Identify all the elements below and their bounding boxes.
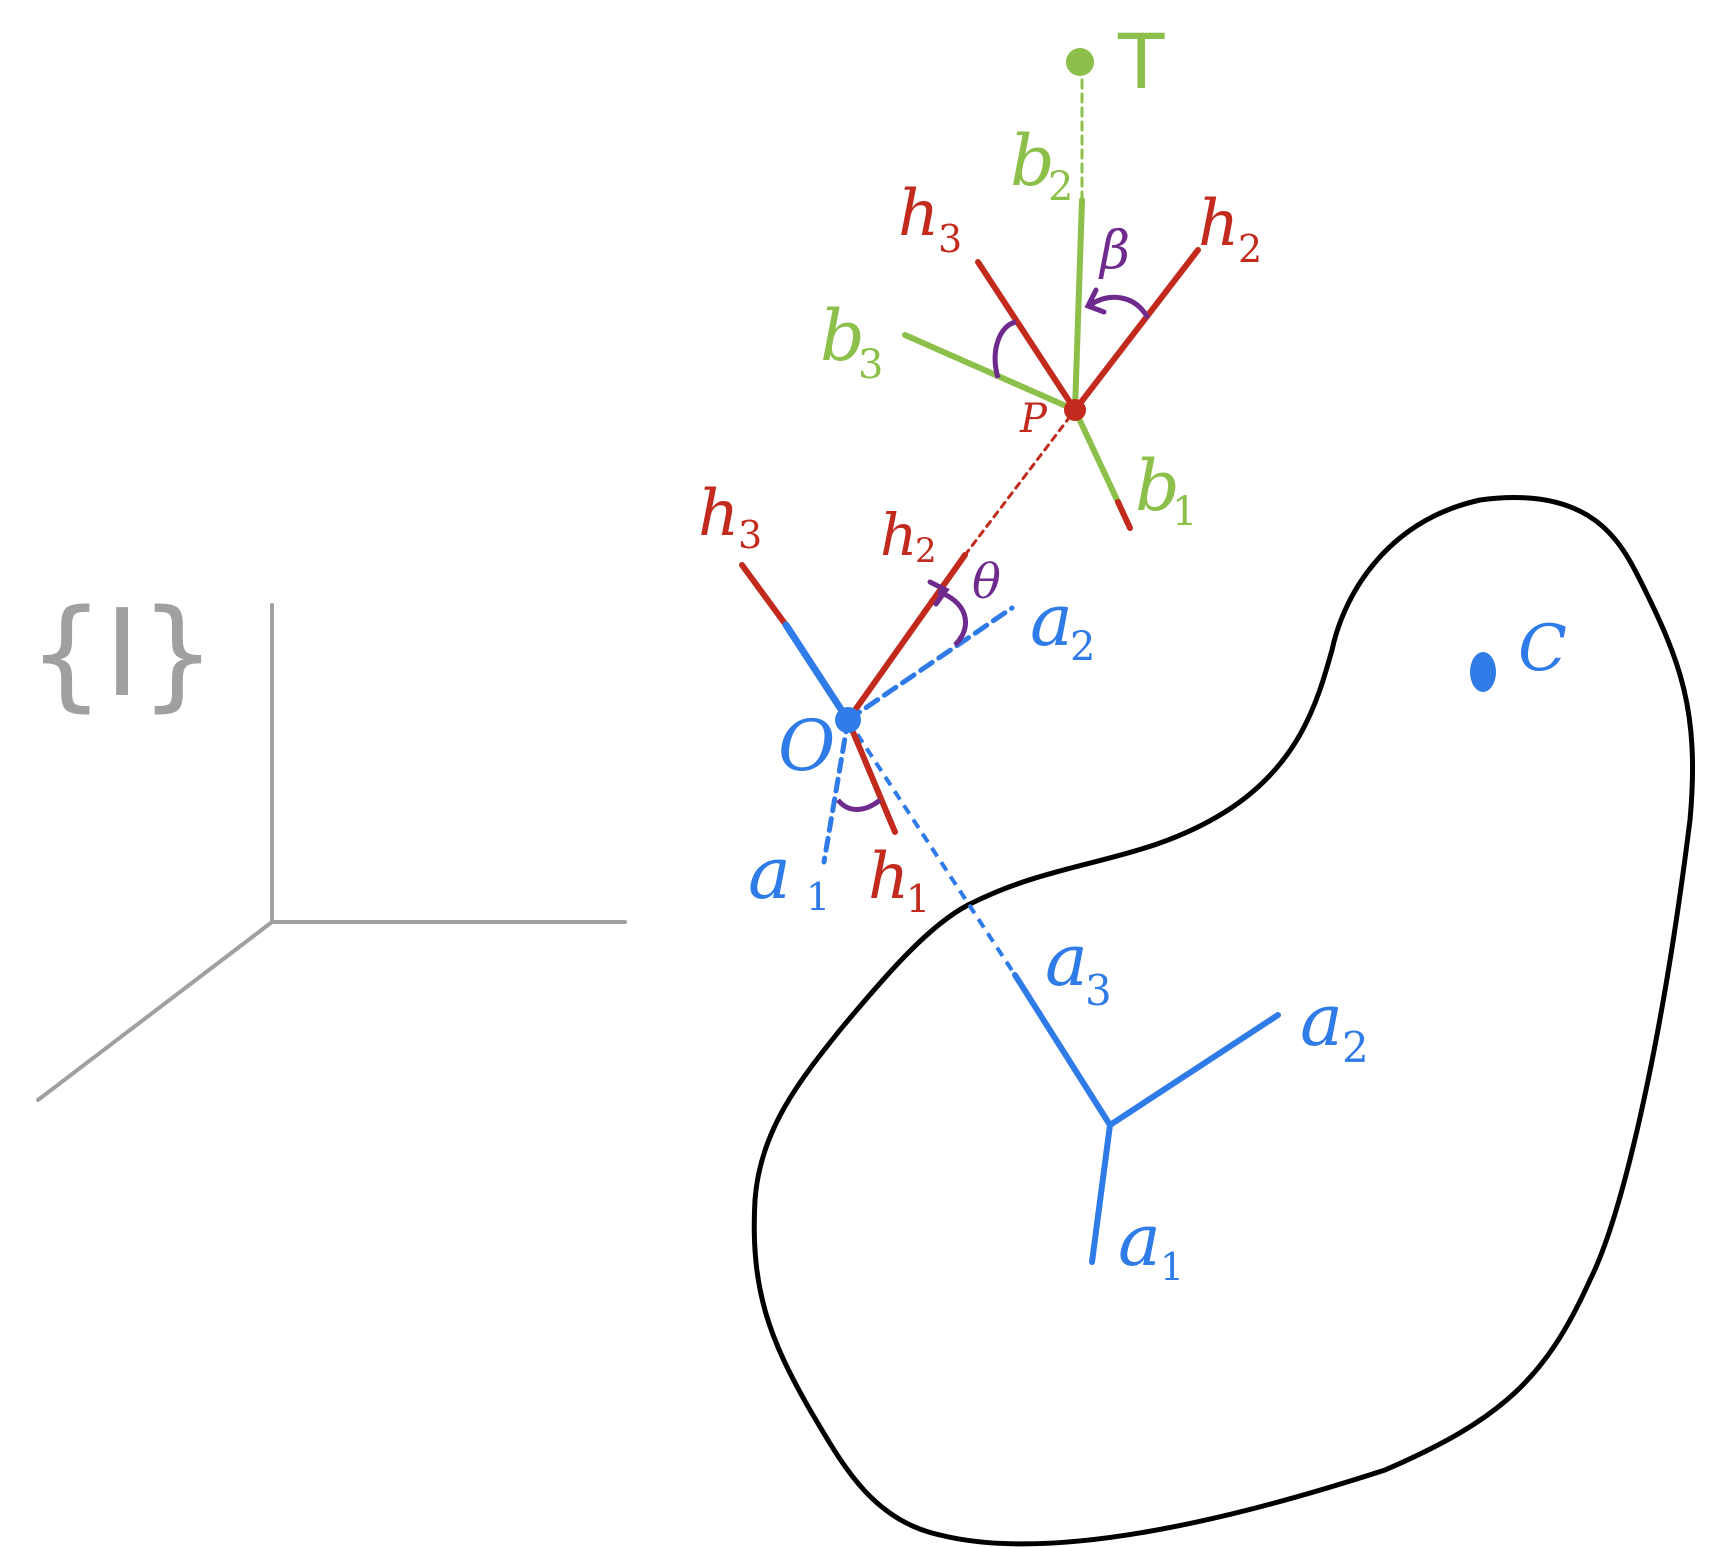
o-axis-h3-blue: [782, 621, 852, 724]
label-h2-top: h 2: [1198, 187, 1262, 271]
label-a2-mid: a 2: [1030, 578, 1095, 670]
label-h3-top-base: h: [898, 177, 939, 251]
body-axis-a1: [1089, 1122, 1113, 1265]
label-h2-top-sub: 2: [1238, 227, 1262, 271]
point-label-C: C: [1518, 612, 1567, 686]
angle-arc-o-lower: [836, 798, 882, 812]
label-a1-left-sub: 1: [806, 875, 830, 919]
gimbal-frame-P: [902, 60, 1201, 531]
label-h3-mid-sub: 3: [738, 513, 762, 557]
angle-arc-beta: [1088, 294, 1151, 320]
angle-arc-theta: [937, 589, 968, 647]
angle-label-beta: β: [1098, 221, 1130, 281]
label-a3-sub: 3: [1085, 966, 1112, 1015]
label-h2-mid: h 2: [880, 501, 937, 571]
o-axis-a1-dashed: [821, 717, 851, 865]
label-a1-left: a 1: [748, 831, 830, 919]
label-b3-sub: 3: [858, 342, 883, 388]
gimbal-frame-O: [739, 408, 1077, 865]
label-a2-mid-sub: 2: [1070, 624, 1095, 670]
label-a1-body: a 1: [1118, 1198, 1184, 1289]
label-b2: b 2: [1010, 120, 1073, 210]
p-axis-b2: [1072, 197, 1085, 413]
label-h1-mid: h 1: [868, 840, 930, 921]
label-b2-base: b: [1010, 120, 1055, 202]
label-h1-mid-base: h: [868, 840, 909, 914]
rigid-body-outline: [751, 495, 1696, 1547]
label-a2-mid-base: a: [1030, 578, 1073, 662]
center-of-mass-point: [1470, 652, 1496, 692]
p-axis-h2: [1072, 247, 1201, 413]
inertial-axis-diagonal: [36, 920, 274, 1102]
label-b3-base: b: [820, 295, 865, 377]
label-a3: a 3: [1045, 918, 1112, 1015]
o-axis-h2: [845, 552, 968, 723]
angle-label-theta: θ: [972, 554, 1001, 610]
point-label-P: P: [1019, 396, 1048, 442]
label-h3-mid-base: h: [698, 477, 739, 551]
label-b1-base: b: [1135, 445, 1180, 527]
angle-arrowhead-beta: [1084, 287, 1107, 315]
label-h2-mid-sub: 2: [915, 531, 937, 571]
label-h3-top: h 3: [898, 177, 962, 261]
label-a2-body: a 2: [1300, 978, 1369, 1072]
body-axis-a3: [1012, 972, 1113, 1128]
dashed-line-O-to-P: [963, 408, 1077, 557]
point-P: [1064, 399, 1086, 421]
p-axis-b1: [1072, 407, 1121, 505]
p-axis-h1: [1115, 499, 1133, 531]
label-h2-mid-base: h: [880, 501, 917, 569]
o-axis-a2-dashed: [845, 605, 1015, 723]
label-h3-top-sub: 3: [938, 217, 962, 261]
point-O: [835, 707, 861, 733]
label-a1-body-base: a: [1118, 1198, 1161, 1282]
label-b2-sub: 2: [1048, 164, 1073, 210]
p-axis-h3: [975, 259, 1078, 413]
o-axis-h3-red: [739, 562, 789, 628]
point-label-T: T: [1117, 17, 1165, 106]
inertial-frame: [36, 603, 627, 1102]
p-axis-b3: [902, 332, 1078, 413]
body-frame: [1012, 972, 1281, 1265]
label-h3-mid: h 3: [698, 477, 762, 557]
label-a1-left-base: a: [748, 831, 791, 915]
label-a2-body-base: a: [1300, 978, 1343, 1062]
label-h2-top-base: h: [1198, 187, 1239, 261]
angle-arc-p-left: [992, 319, 1017, 379]
label-b1-sub: 1: [1172, 489, 1197, 535]
label-a2-body-sub: 2: [1342, 1023, 1369, 1072]
label-a1-body-sub: 1: [1160, 1245, 1184, 1289]
angle-arrowhead-theta: [927, 579, 950, 607]
label-b1: b 1: [1135, 445, 1197, 535]
label-h1-mid-sub: 1: [906, 877, 930, 921]
body-axis-a2: [1107, 1012, 1281, 1128]
o-axis-h1: [845, 717, 898, 835]
label-b3: b 3: [820, 295, 883, 388]
point-T: [1066, 48, 1094, 76]
label-a3-base: a: [1045, 918, 1088, 1002]
inertial-frame-label: {I}: [28, 585, 216, 724]
point-label-O: O: [778, 705, 835, 787]
